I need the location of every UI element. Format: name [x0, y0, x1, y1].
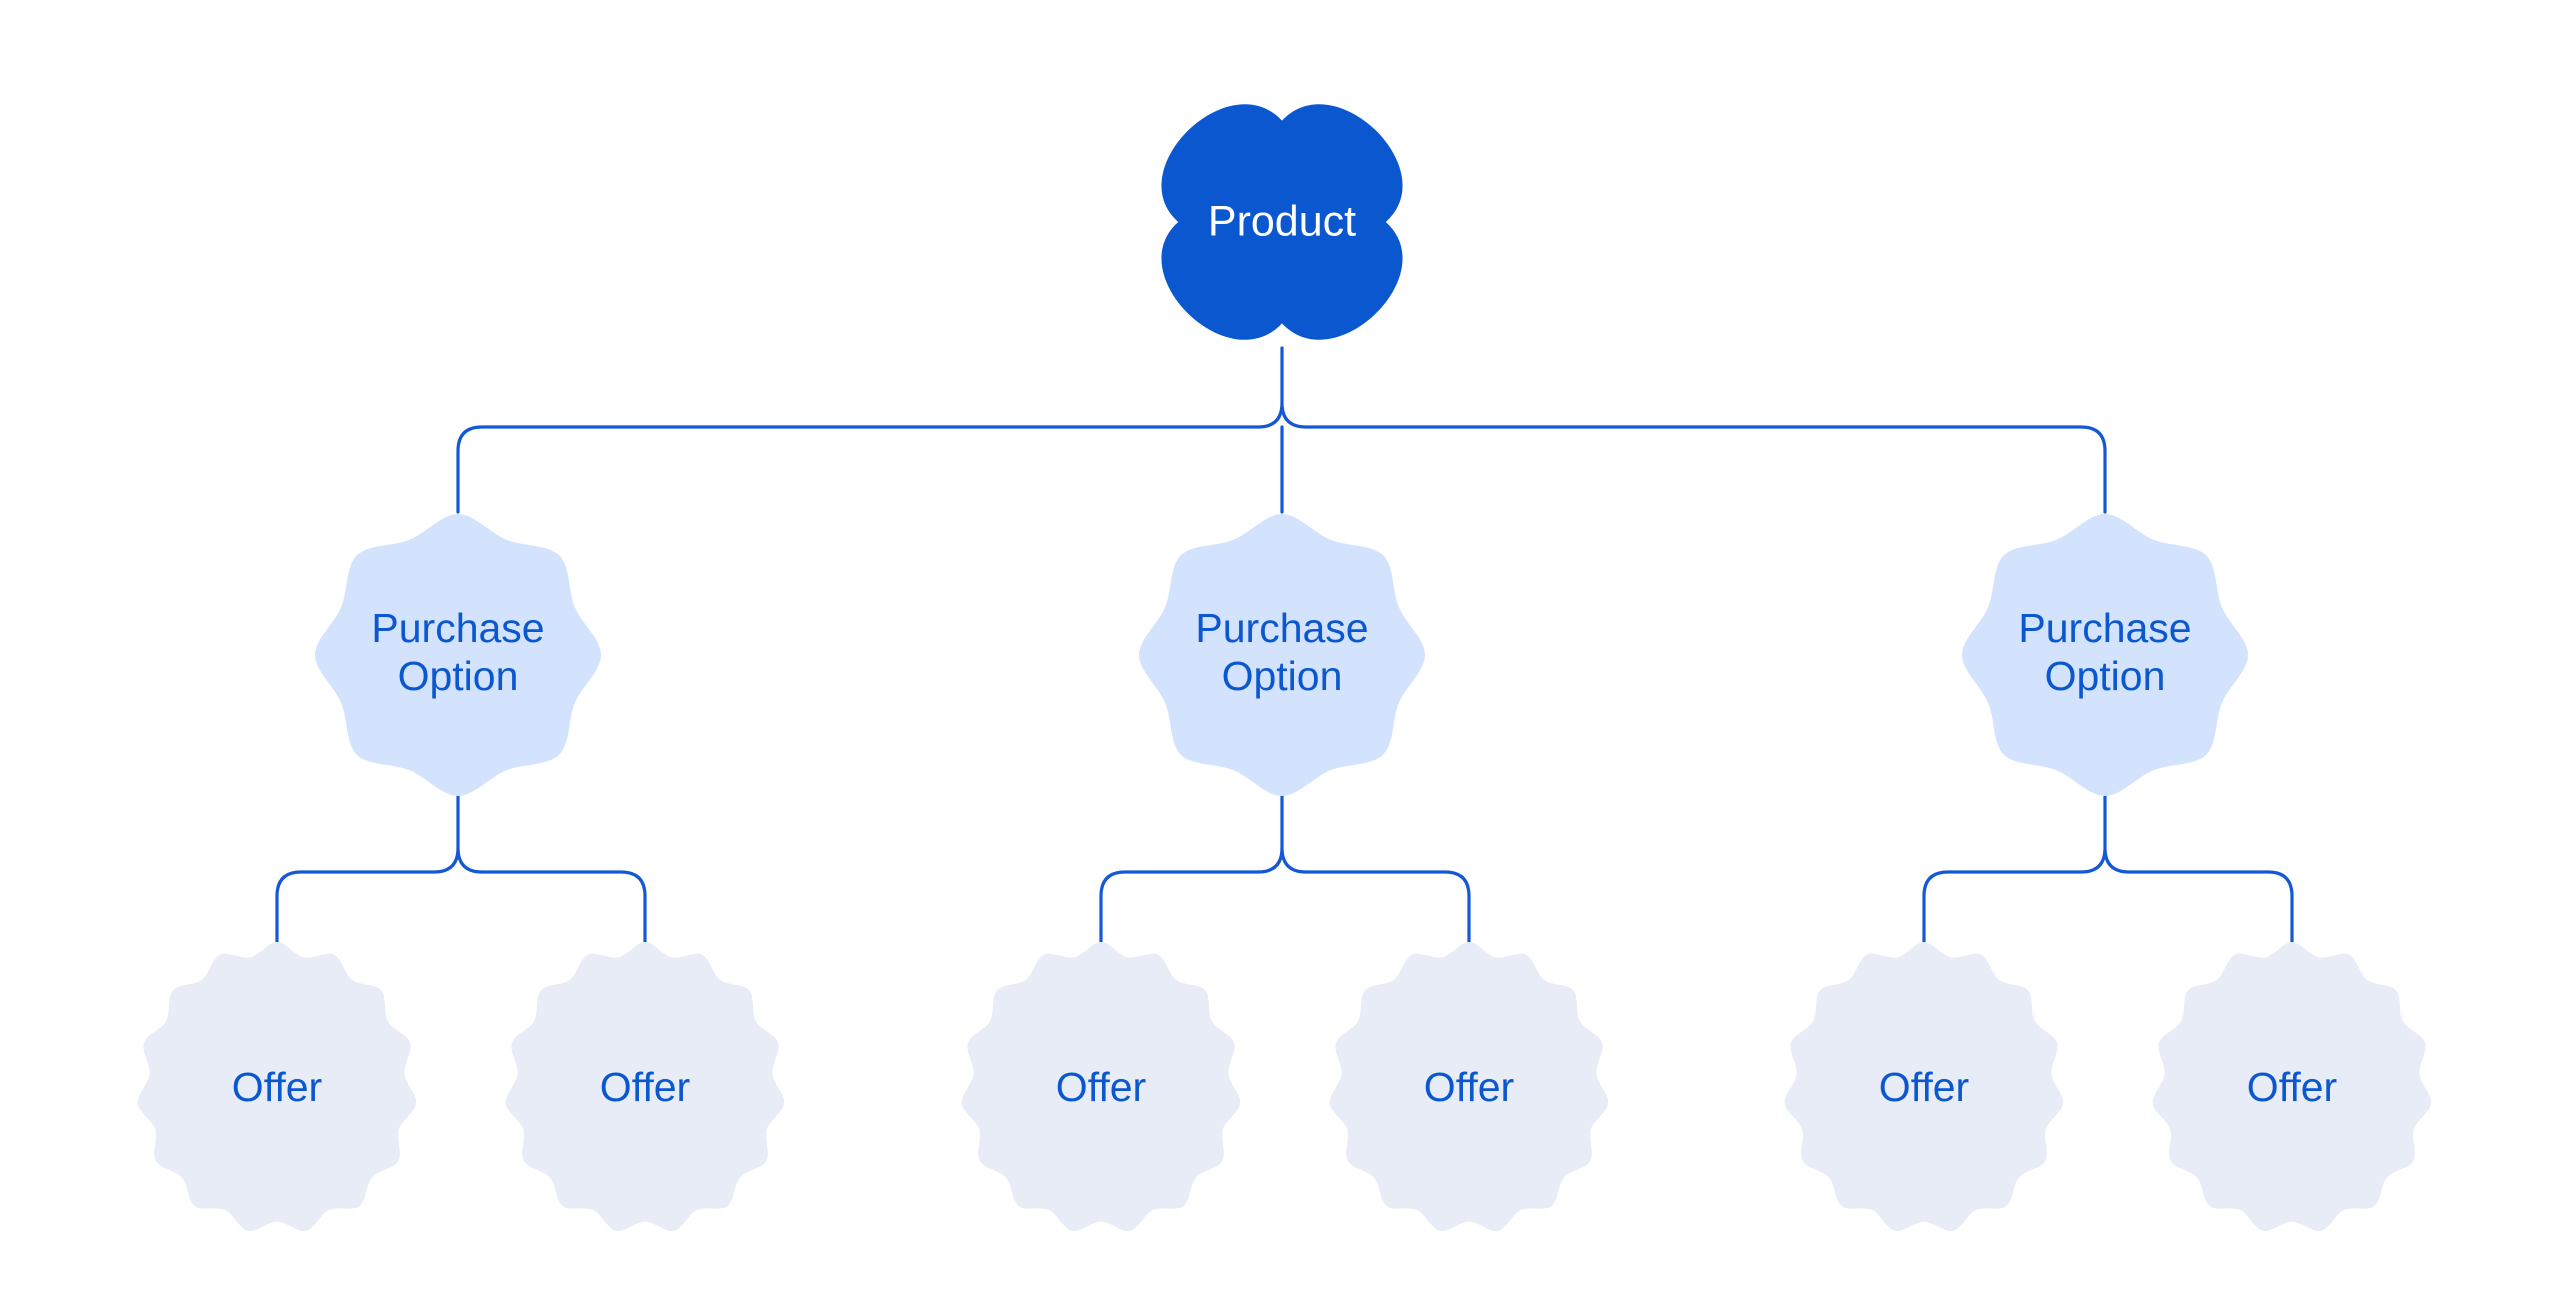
offer-node-3-shape: [961, 942, 1241, 1232]
offer-node-1[interactable]: Offer: [137, 942, 417, 1232]
offer-node-5[interactable]: Offer: [1784, 942, 2064, 1232]
offer-node-6[interactable]: Offer: [2152, 942, 2432, 1232]
product-node-shape: [1161, 104, 1403, 340]
offer-node-5-shape: [1784, 942, 2064, 1232]
product-node[interactable]: Product: [1161, 104, 1403, 340]
connector-branch-2-to-offers: [1099, 794, 1471, 948]
connector-branch-3-to-offers: [1922, 794, 2294, 948]
purchase-option-node-3-shape: [1962, 514, 2248, 796]
connector-root-to-branches: [456, 346, 2107, 514]
connectors-layer: [275, 346, 2294, 948]
nodes-layer: Offer Offer Offer Offer Offer Offer PurchaseOp…: [137, 104, 2432, 1232]
offer-node-2-shape: [505, 942, 785, 1232]
connector-branch-1-to-offers: [275, 794, 647, 948]
offer-node-3[interactable]: Offer: [961, 942, 1241, 1232]
offer-node-2[interactable]: Offer: [505, 942, 785, 1232]
purchase-option-node-2-shape: [1139, 514, 1425, 796]
offer-node-1-shape: [137, 942, 417, 1232]
offer-node-4-shape: [1329, 942, 1609, 1232]
purchase-option-node-1-shape: [315, 514, 601, 796]
offer-node-4[interactable]: Offer: [1329, 942, 1609, 1232]
offer-node-6-shape: [2152, 942, 2432, 1232]
